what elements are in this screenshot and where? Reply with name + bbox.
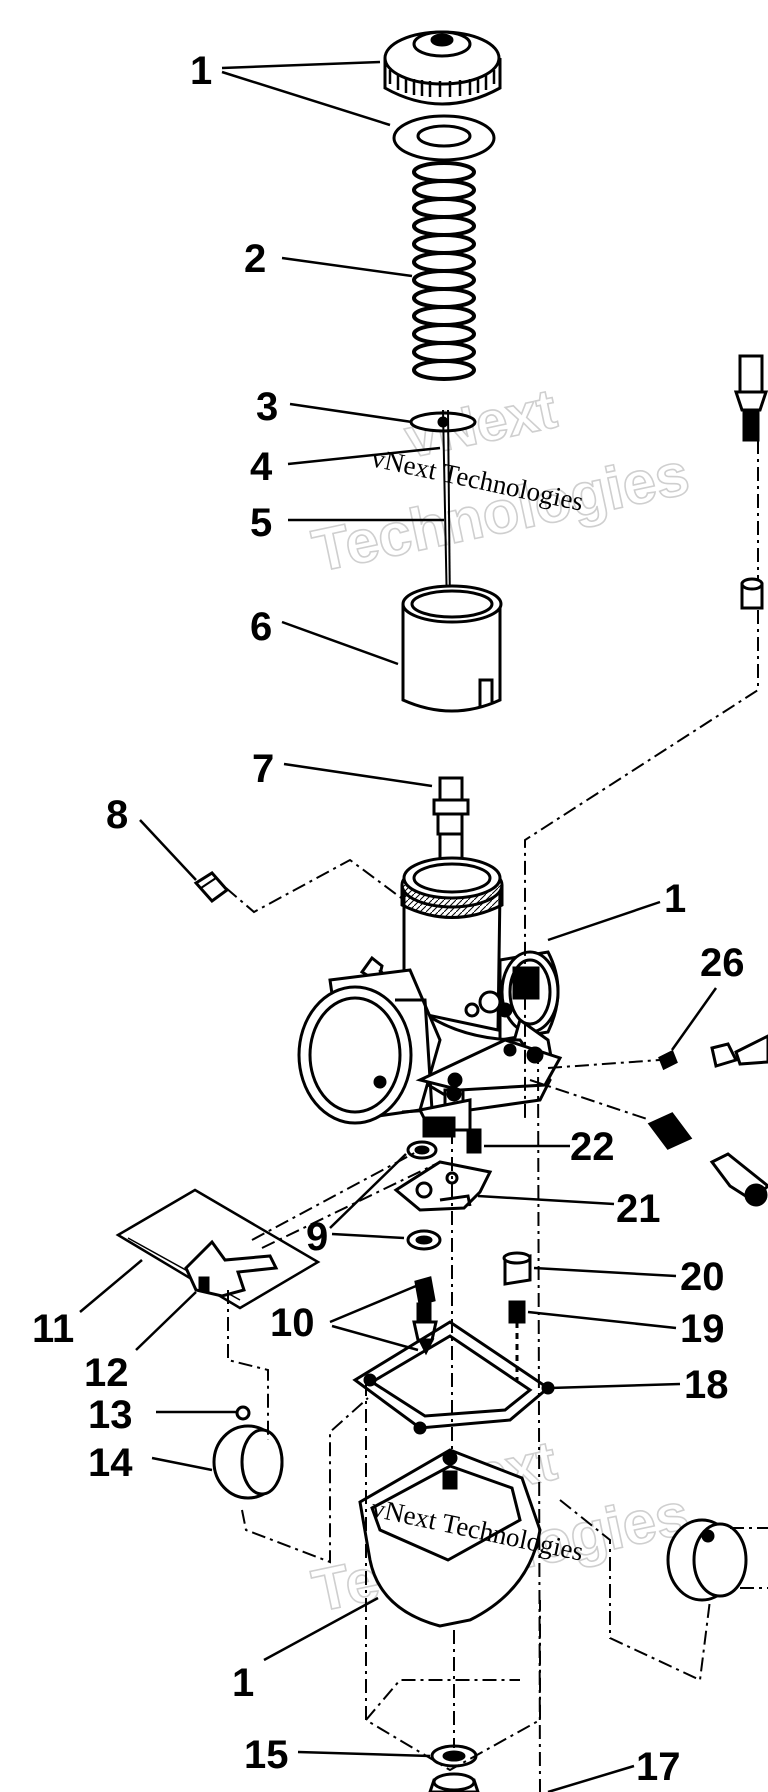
callout-17: 17 <box>636 1745 681 1789</box>
spring <box>412 161 476 381</box>
o-rings <box>406 1140 442 1251</box>
callout-18: 18 <box>684 1363 729 1407</box>
assembly-lines <box>225 440 768 1792</box>
callout-4: 4 <box>250 445 273 489</box>
top-cap <box>383 30 502 106</box>
callout-2: 2 <box>244 237 266 281</box>
callout-12: 12 <box>84 1351 129 1395</box>
main-jet-holder <box>502 1251 532 1286</box>
callout-7: 7 <box>252 747 274 791</box>
callout-1-cap: 1 <box>190 49 212 93</box>
callout-8: 8 <box>106 793 128 837</box>
callout-14: 14 <box>88 1441 133 1485</box>
callout-21: 21 <box>616 1187 661 1231</box>
throttle-stop-screw <box>647 1112 768 1207</box>
callout-5: 5 <box>250 501 272 545</box>
callout-13: 13 <box>88 1393 133 1437</box>
float-bowl <box>358 1448 542 1628</box>
leader-lines <box>79 60 718 1792</box>
needle-jet <box>432 776 470 900</box>
callout-26: 26 <box>700 941 745 985</box>
pilot-jet <box>466 1128 482 1154</box>
main-jet <box>508 1300 526 1380</box>
callout-labels: 1 2 3 4 5 6 7 8 1 26 22 21 9 20 11 10 19… <box>32 49 745 1789</box>
jet-needle <box>442 409 451 611</box>
callout-15: 15 <box>244 1733 289 1777</box>
callout-1-body: 1 <box>664 877 686 921</box>
callout-6: 6 <box>250 605 272 649</box>
float-arm-plate <box>393 1160 493 1212</box>
carburetor-body <box>297 856 563 1138</box>
float-right <box>666 1518 748 1602</box>
idle-screw-spring <box>658 1034 768 1071</box>
float <box>212 1424 284 1500</box>
callout-10: 10 <box>270 1301 315 1345</box>
cable-adjuster <box>733 354 768 610</box>
cap-washer <box>392 114 496 162</box>
float-bowl-gasket <box>352 1320 555 1435</box>
callout-11: 11 <box>32 1307 74 1351</box>
cable-bracket <box>184 1239 279 1298</box>
callout-20: 20 <box>680 1255 725 1299</box>
callout-22: 22 <box>570 1125 615 1169</box>
callout-3: 3 <box>256 385 278 429</box>
float-pin <box>235 1405 251 1421</box>
svg-text:Technologies: Technologies <box>307 440 695 585</box>
throttle-slide <box>401 584 503 713</box>
pilot-screw <box>193 871 230 904</box>
callout-9: 9 <box>306 1215 328 1259</box>
drain-washer <box>428 1744 480 1792</box>
callout-19: 19 <box>680 1307 725 1351</box>
callout-1-bowl: 1 <box>232 1661 254 1705</box>
